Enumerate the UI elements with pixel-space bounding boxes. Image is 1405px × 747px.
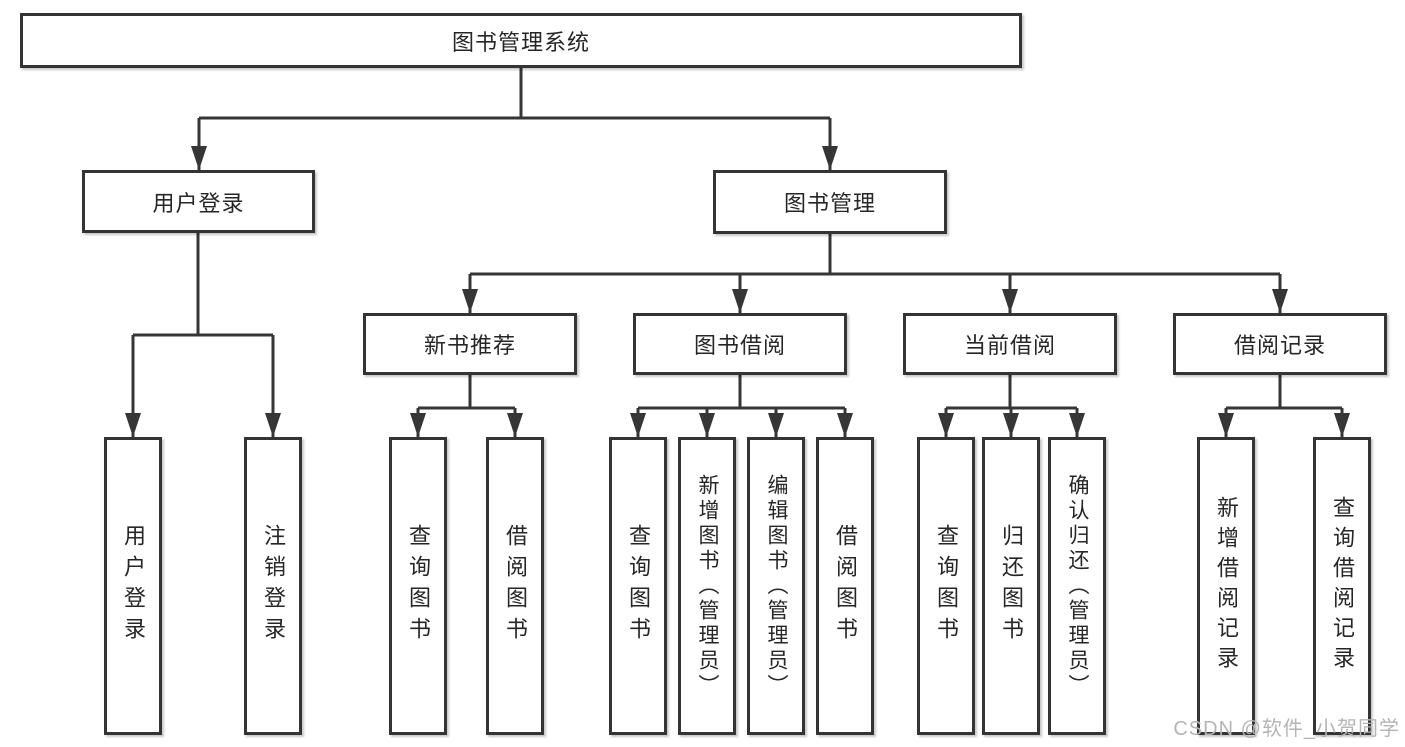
leaf-current-query: 查询图书 bbox=[917, 437, 975, 735]
wire-record-bar bbox=[1226, 375, 1342, 410]
leaf-user-login-label: 用户登录 bbox=[121, 524, 146, 648]
leaf-borrow-query-label: 查询图书 bbox=[626, 524, 651, 648]
node-book-mgmt-label: 图书管理 bbox=[783, 191, 876, 216]
leaf-borrow-add: 新增图书（管理员） bbox=[678, 437, 736, 735]
leaf-newbook-borrow-label: 借阅图书 bbox=[503, 524, 528, 648]
node-current-borrow: 当前借阅 bbox=[903, 313, 1117, 375]
wire-mgmt-bar bbox=[470, 234, 1280, 276]
leaf-user-login: 用户登录 bbox=[104, 437, 162, 735]
node-new-book: 新书推荐 bbox=[363, 313, 577, 375]
leaf-borrow-query: 查询图书 bbox=[609, 437, 667, 735]
node-root-label: 图书管理系统 bbox=[451, 29, 590, 55]
node-book-mgmt: 图书管理 bbox=[713, 170, 947, 234]
node-book-borrow-label: 图书借阅 bbox=[693, 333, 786, 358]
leaf-borrow-borrow-label: 借阅图书 bbox=[833, 524, 858, 648]
leaf-record-add-label: 新增借阅记录 bbox=[1214, 496, 1239, 676]
wire-root-bar bbox=[199, 68, 830, 120]
leaf-record-query-label: 查询借阅记录 bbox=[1330, 496, 1355, 676]
leaf-newbook-query: 查询图书 bbox=[389, 437, 447, 735]
node-root: 图书管理系统 bbox=[20, 13, 1022, 68]
leaf-current-query-label: 查询图书 bbox=[934, 524, 959, 648]
leaf-borrow-edit: 编辑图书（管理员） bbox=[747, 437, 805, 735]
leaf-current-return-label: 归还图书 bbox=[999, 524, 1024, 648]
node-borrow-record-label: 借阅记录 bbox=[1233, 333, 1326, 358]
leaf-borrow-add-label: 新增图书（管理员） bbox=[696, 473, 719, 699]
leaf-current-confirm: 确认归还（管理员） bbox=[1048, 437, 1106, 735]
node-user-login: 用户登录 bbox=[82, 170, 315, 233]
leaf-current-return: 归还图书 bbox=[982, 437, 1040, 735]
node-borrow-record: 借阅记录 bbox=[1173, 313, 1387, 375]
node-book-borrow: 图书借阅 bbox=[633, 313, 847, 375]
leaf-logout-login: 注销登录 bbox=[244, 437, 302, 735]
node-user-login-label: 用户登录 bbox=[152, 190, 245, 216]
leaf-borrow-edit-label: 编辑图书（管理员） bbox=[765, 473, 788, 699]
wire-newbook-bar bbox=[418, 375, 515, 410]
leaf-newbook-borrow: 借阅图书 bbox=[486, 437, 544, 735]
wire-login-bar bbox=[133, 233, 273, 337]
node-new-book-label: 新书推荐 bbox=[423, 333, 516, 358]
leaf-borrow-borrow: 借阅图书 bbox=[816, 437, 874, 735]
leaf-logout-login-label: 注销登录 bbox=[261, 524, 286, 648]
leaf-record-query: 查询借阅记录 bbox=[1313, 437, 1371, 735]
csdn-watermark: CSDN @软件_小贺同学 bbox=[1173, 718, 1400, 740]
wire-current-bar bbox=[946, 375, 1077, 410]
node-current-borrow-label: 当前借阅 bbox=[963, 333, 1056, 358]
leaf-newbook-query-label: 查询图书 bbox=[406, 524, 431, 648]
leaf-record-add: 新增借阅记录 bbox=[1197, 437, 1255, 735]
leaf-current-confirm-label: 确认归还（管理员） bbox=[1066, 473, 1089, 699]
wire-borrow-bar bbox=[638, 375, 845, 410]
